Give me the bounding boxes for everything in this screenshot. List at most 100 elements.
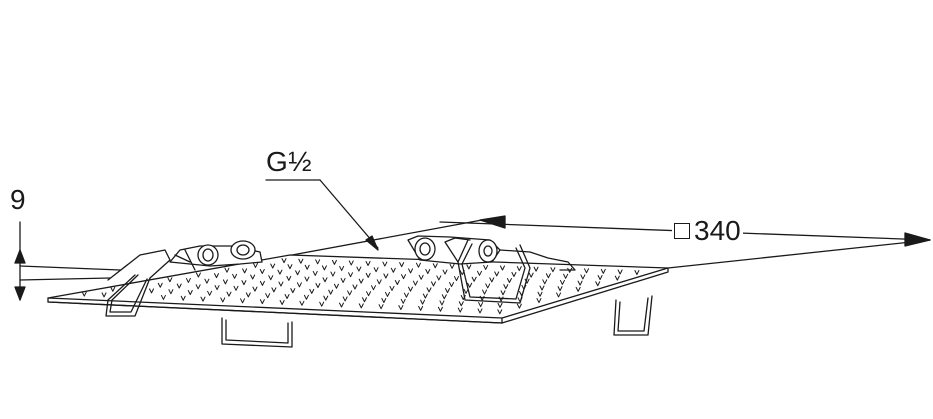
nozzle-mark — [489, 277, 495, 283]
nozzle-mark — [331, 259, 337, 265]
nozzle-mark — [187, 289, 193, 295]
nozzle-mark — [466, 264, 472, 270]
nozzle-mark — [542, 279, 548, 285]
nozzle-mark — [382, 261, 388, 267]
nozzle-mark — [330, 271, 336, 277]
nozzle-mark — [160, 294, 166, 300]
nozzle-mark — [559, 279, 565, 285]
nozzle-mark — [259, 268, 265, 274]
nozzle-mark — [401, 274, 407, 280]
nozzle-mark — [600, 268, 606, 274]
nozzle-mark — [403, 292, 409, 298]
nozzle-mark — [453, 276, 459, 282]
nozzle-mark — [342, 296, 348, 302]
nozzle-mark — [321, 265, 327, 271]
nozzle-mark — [312, 270, 318, 276]
nozzle-mark — [617, 269, 623, 275]
nozzle-mark — [441, 294, 447, 300]
square-symbol-icon — [674, 223, 690, 239]
nozzle-mark — [361, 297, 367, 303]
nozzle-mark — [157, 282, 163, 288]
nozzle-mark — [426, 287, 432, 293]
nozzle-pattern — [81, 258, 640, 315]
nozzle-mark — [278, 281, 284, 287]
nozzle-mark — [339, 265, 345, 271]
nozzle-mark — [557, 286, 563, 292]
nozzle-mark — [365, 260, 371, 266]
nozzle-mark — [270, 263, 276, 269]
nozzle-mark — [195, 272, 201, 278]
right-pipe-fitting — [407, 235, 576, 271]
nozzle-mark — [445, 288, 451, 294]
nozzle-mark — [583, 268, 589, 274]
nozzle-mark — [539, 285, 545, 291]
nozzle-mark — [323, 295, 329, 301]
nozzle-mark — [241, 280, 247, 286]
nozzle-mark — [358, 278, 364, 284]
nozzle-mark — [439, 300, 445, 306]
nozzle-mark — [398, 305, 404, 311]
nozzle-mark — [214, 285, 220, 291]
nozzle-mark — [418, 274, 424, 280]
nozzle-mark — [315, 259, 321, 265]
nozzle-mark — [347, 290, 353, 296]
nozzle-mark — [298, 258, 304, 264]
nozzle-mark — [556, 292, 562, 298]
nozzle-mark — [176, 283, 182, 289]
nozzle-mark — [224, 267, 230, 273]
nozzle-mark — [304, 264, 310, 270]
nozzle-mark — [528, 272, 534, 278]
nozzle-mark — [506, 278, 512, 284]
thread-leader — [265, 179, 379, 251]
nozzle-mark — [309, 288, 315, 294]
nozzle-mark — [437, 306, 443, 312]
nozzle-mark — [383, 273, 389, 279]
right-bracket — [444, 237, 531, 304]
nozzle-mark — [167, 277, 173, 283]
nozzle-mark — [81, 291, 87, 297]
nozzle-mark — [180, 295, 186, 301]
thread-size-label: G½ — [266, 146, 313, 177]
nozzle-mark — [516, 266, 522, 272]
height-dimension — [14, 221, 121, 301]
height-dimension-label: 9 — [10, 184, 26, 215]
nozzle-mark — [499, 265, 505, 271]
nozzle-mark — [399, 262, 405, 268]
nozzle-mark — [389, 285, 395, 291]
nozzle-mark — [580, 274, 586, 280]
nozzle-mark — [315, 283, 321, 289]
nozzle-mark — [220, 297, 226, 303]
nozzle-mark — [494, 271, 500, 277]
shower-plate — [47, 254, 669, 324]
nozzle-mark — [432, 263, 438, 269]
nozzle-mark — [516, 303, 522, 309]
nozzle-mark — [286, 275, 292, 281]
nozzle-mark — [101, 292, 107, 298]
nozzle-mark — [284, 294, 290, 300]
nozzle-mark — [319, 301, 325, 307]
nozzle-mark — [577, 280, 583, 286]
nozzle-mark — [296, 282, 302, 288]
nozzle-mark — [245, 292, 251, 298]
nozzle-mark — [503, 284, 509, 290]
nozzle-mark — [287, 264, 293, 270]
nozzle-mark — [222, 279, 228, 285]
nozzle-mark — [634, 270, 640, 276]
nozzle-mark — [259, 299, 265, 305]
nozzle-mark — [449, 263, 455, 269]
nozzle-mark — [271, 287, 277, 293]
nozzle-mark — [394, 279, 400, 285]
nozzle-mark — [415, 262, 421, 268]
nozzle-mark — [348, 260, 354, 266]
nozzle-mark — [614, 275, 620, 281]
nozzle-mark — [442, 269, 448, 275]
nozzle-mark — [463, 288, 469, 294]
nozzle-mark — [533, 266, 539, 272]
nozzle-mark — [352, 284, 358, 290]
nozzle-mark — [295, 270, 301, 276]
nozzle-mark — [476, 270, 482, 276]
nozzle-mark — [597, 275, 603, 281]
nozzle-mark — [303, 294, 309, 300]
nozzle-mark — [328, 289, 334, 295]
nozzle-mark — [430, 281, 436, 287]
